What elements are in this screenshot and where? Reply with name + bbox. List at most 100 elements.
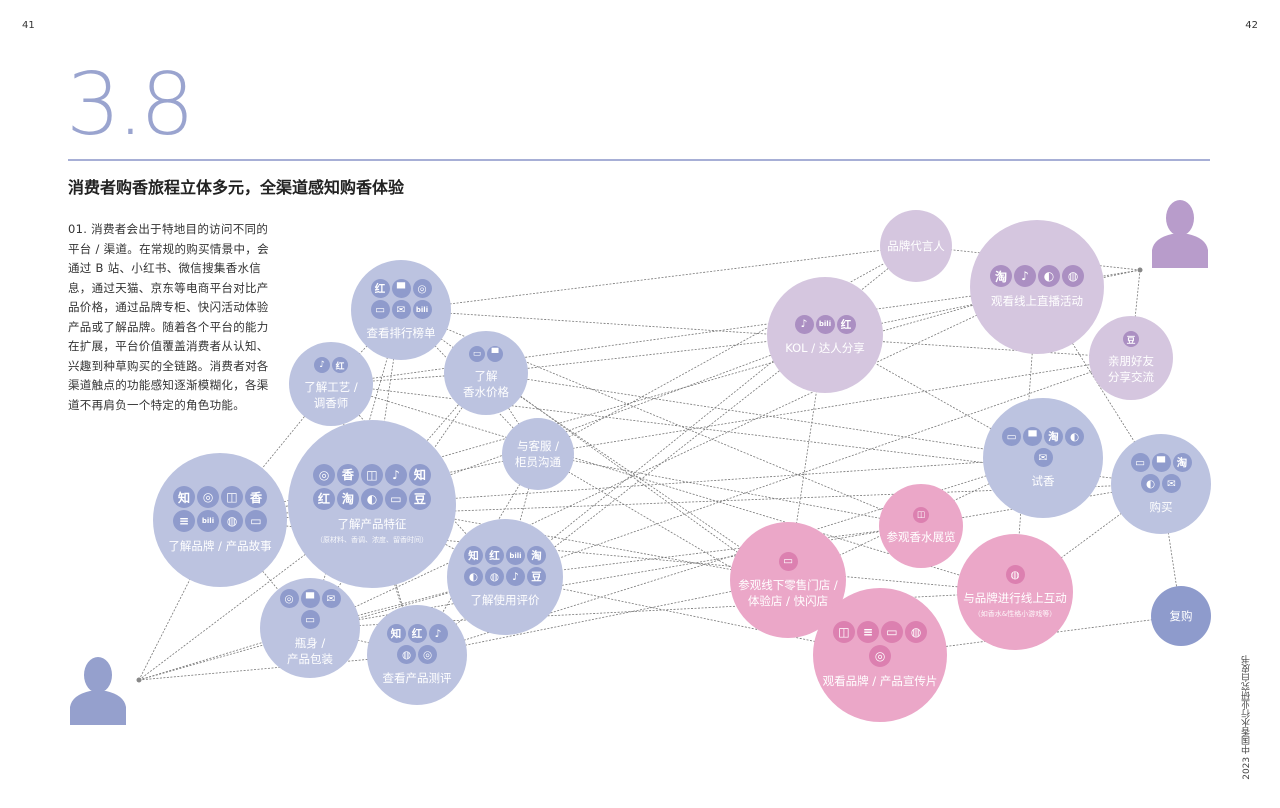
bilibili-icon: bili <box>412 300 432 319</box>
globe-icon: ◎ <box>279 589 299 608</box>
expo-icon: ◫ <box>913 507 929 523</box>
bilibili-icon: bili <box>197 510 219 532</box>
xiaohongshu-icon: 红 <box>312 487 335 510</box>
platform-icons: 知◎◫香≡bili◍▭ <box>166 486 273 532</box>
store-icon: ▭ <box>370 300 390 319</box>
node-label: 观看线上直播活动 <box>991 294 1083 308</box>
node-sublabel: （原材料、香调、浓度、留香时间） <box>316 535 428 544</box>
connection-line <box>485 372 1044 459</box>
expo-icon: ◫ <box>833 621 855 643</box>
douyin-icon: ♪ <box>314 357 330 373</box>
store-icon: ▭ <box>469 346 485 362</box>
douban-icon: 豆 <box>526 567 546 586</box>
node-features: ◎香◫♪知红淘◐▭豆了解产品特征（原材料、香调、浓度、留香时间） <box>288 420 456 588</box>
platform-icons: 红▀◎ ▭✉bili <box>361 279 441 319</box>
connection-line <box>485 372 789 581</box>
store-icon: ▭ <box>1130 453 1150 472</box>
consumer-start-icon <box>70 657 126 725</box>
weibo-icon: ◐ <box>1065 427 1084 446</box>
zhihu-icon: 知 <box>463 546 483 565</box>
store-icon: ▭ <box>384 487 407 510</box>
platform-icons: ▭ <box>778 551 798 571</box>
globe-icon: ◎ <box>412 279 432 298</box>
node-label: 了解产品特征 <box>337 516 407 531</box>
platform-icons: ▭▀淘◐✉ <box>1121 453 1201 493</box>
tmall-icon: ▀ <box>487 346 503 362</box>
expo-icon: ◫ <box>360 463 383 486</box>
platform-icons: ▭▀淘◐✉ <box>995 427 1091 467</box>
taobao-icon: 淘 <box>1172 453 1192 472</box>
weibo-icon: ◐ <box>463 567 483 586</box>
connection-line <box>138 519 221 681</box>
douban-icon: 豆 <box>1123 331 1139 347</box>
taobao-icon: 淘 <box>990 265 1012 287</box>
node-ambassador: 品牌代言人 <box>880 210 952 282</box>
node-label: 了解使用评价 <box>470 593 540 607</box>
wechat-icon: ◍ <box>905 621 927 643</box>
chat-bot-icon: ✉ <box>1033 448 1053 467</box>
node-trial: ▭▀淘◐✉试香 <box>983 398 1103 518</box>
platform-icons: 淘♪◐◍ <box>990 265 1084 287</box>
xiaohongshu-icon: 红 <box>332 357 348 373</box>
tmall-icon: ▀ <box>1023 427 1042 446</box>
xiangcha-icon: 香 <box>245 486 267 508</box>
node-livestream: 淘♪◐◍ 观看线上直播活动 <box>970 220 1104 354</box>
douyin-icon: ♪ <box>384 463 407 486</box>
douyin-icon: ♪ <box>428 624 448 643</box>
node-friends: 豆亲朋好友 分享交流 <box>1089 316 1173 400</box>
taobao-icon: 淘 <box>1044 427 1063 446</box>
wechat-icon: ◍ <box>397 645 416 664</box>
connection-line <box>416 579 789 656</box>
wechat-icon: ◍ <box>1062 265 1084 287</box>
platform-icons: 豆 <box>1123 331 1139 347</box>
node-interact: ◍与品牌进行线上互动（如香水&性格小游戏等） <box>957 534 1073 650</box>
node-label: 查看产品测评 <box>382 671 452 685</box>
taobao-icon: 淘 <box>336 487 359 510</box>
tmall-icon: ▀ <box>300 589 320 608</box>
platform-icons: ◍ <box>1005 565 1025 584</box>
node-brand-story: 知◎◫香≡bili◍▭了解品牌 / 产品故事 <box>153 453 287 587</box>
store-icon: ▭ <box>778 551 798 571</box>
node-label: 瓶身 / 产品包装 <box>287 636 333 666</box>
node-label: 参观香水展览 <box>886 530 956 544</box>
xiaohongshu-icon: 红 <box>484 546 504 565</box>
tmall-icon: ▀ <box>391 279 411 298</box>
node-expo: ◫ 参观香水展览 <box>879 484 963 568</box>
douyin-icon: ♪ <box>1014 265 1036 287</box>
wechat-icon: ◍ <box>484 567 504 586</box>
connection-line <box>537 245 917 455</box>
connection-line <box>400 245 917 311</box>
bilibili-icon: bili <box>815 314 835 334</box>
node-label: 购买 <box>1149 500 1173 514</box>
platform-icons: ♪红 <box>314 357 348 373</box>
globe-icon: ◎ <box>312 463 335 486</box>
section-number: 3.8 <box>66 55 195 155</box>
page-number-left: 41 <box>22 20 35 31</box>
page-title: 消费者购香旅程立体多元，全渠道感知购香体验 <box>68 178 405 197</box>
node-service: 与客服 / 柜员沟通 <box>502 418 574 490</box>
node-sublabel: （如香水&性格小游戏等） <box>973 610 1057 618</box>
zhihu-icon: 知 <box>386 624 406 643</box>
connection-line <box>537 357 1132 455</box>
xiaohongshu-icon: 红 <box>370 279 390 298</box>
news-icon: ≡ <box>173 510 195 532</box>
node-label: 品牌代言人 <box>887 239 945 253</box>
node-label: 试香 <box>1031 474 1055 488</box>
connection-line <box>504 245 917 578</box>
store-icon: ▭ <box>300 610 320 629</box>
node-purchase: ▭▀淘◐✉ 购买 <box>1111 434 1211 534</box>
node-craft: ♪红了解工艺 / 调香师 <box>289 342 373 426</box>
node-repurchase: 复购 <box>1151 586 1211 646</box>
globe-icon: ◎ <box>197 486 219 508</box>
intro-paragraph: 01. 消费者会出于特地目的访问不同的平台 / 渠道。在常规的购买情景中，会通过… <box>68 222 269 412</box>
header-divider <box>68 159 1210 161</box>
chat-bot-icon: ✉ <box>391 300 411 319</box>
node-label: 与客服 / 柜员沟通 <box>515 439 561 469</box>
globe-icon: ◎ <box>418 645 437 664</box>
tmall-icon: ▀ <box>1151 453 1171 472</box>
consumer-end-icon <box>1152 200 1208 268</box>
node-price: ▭▀了解 香水价格 <box>444 331 528 415</box>
